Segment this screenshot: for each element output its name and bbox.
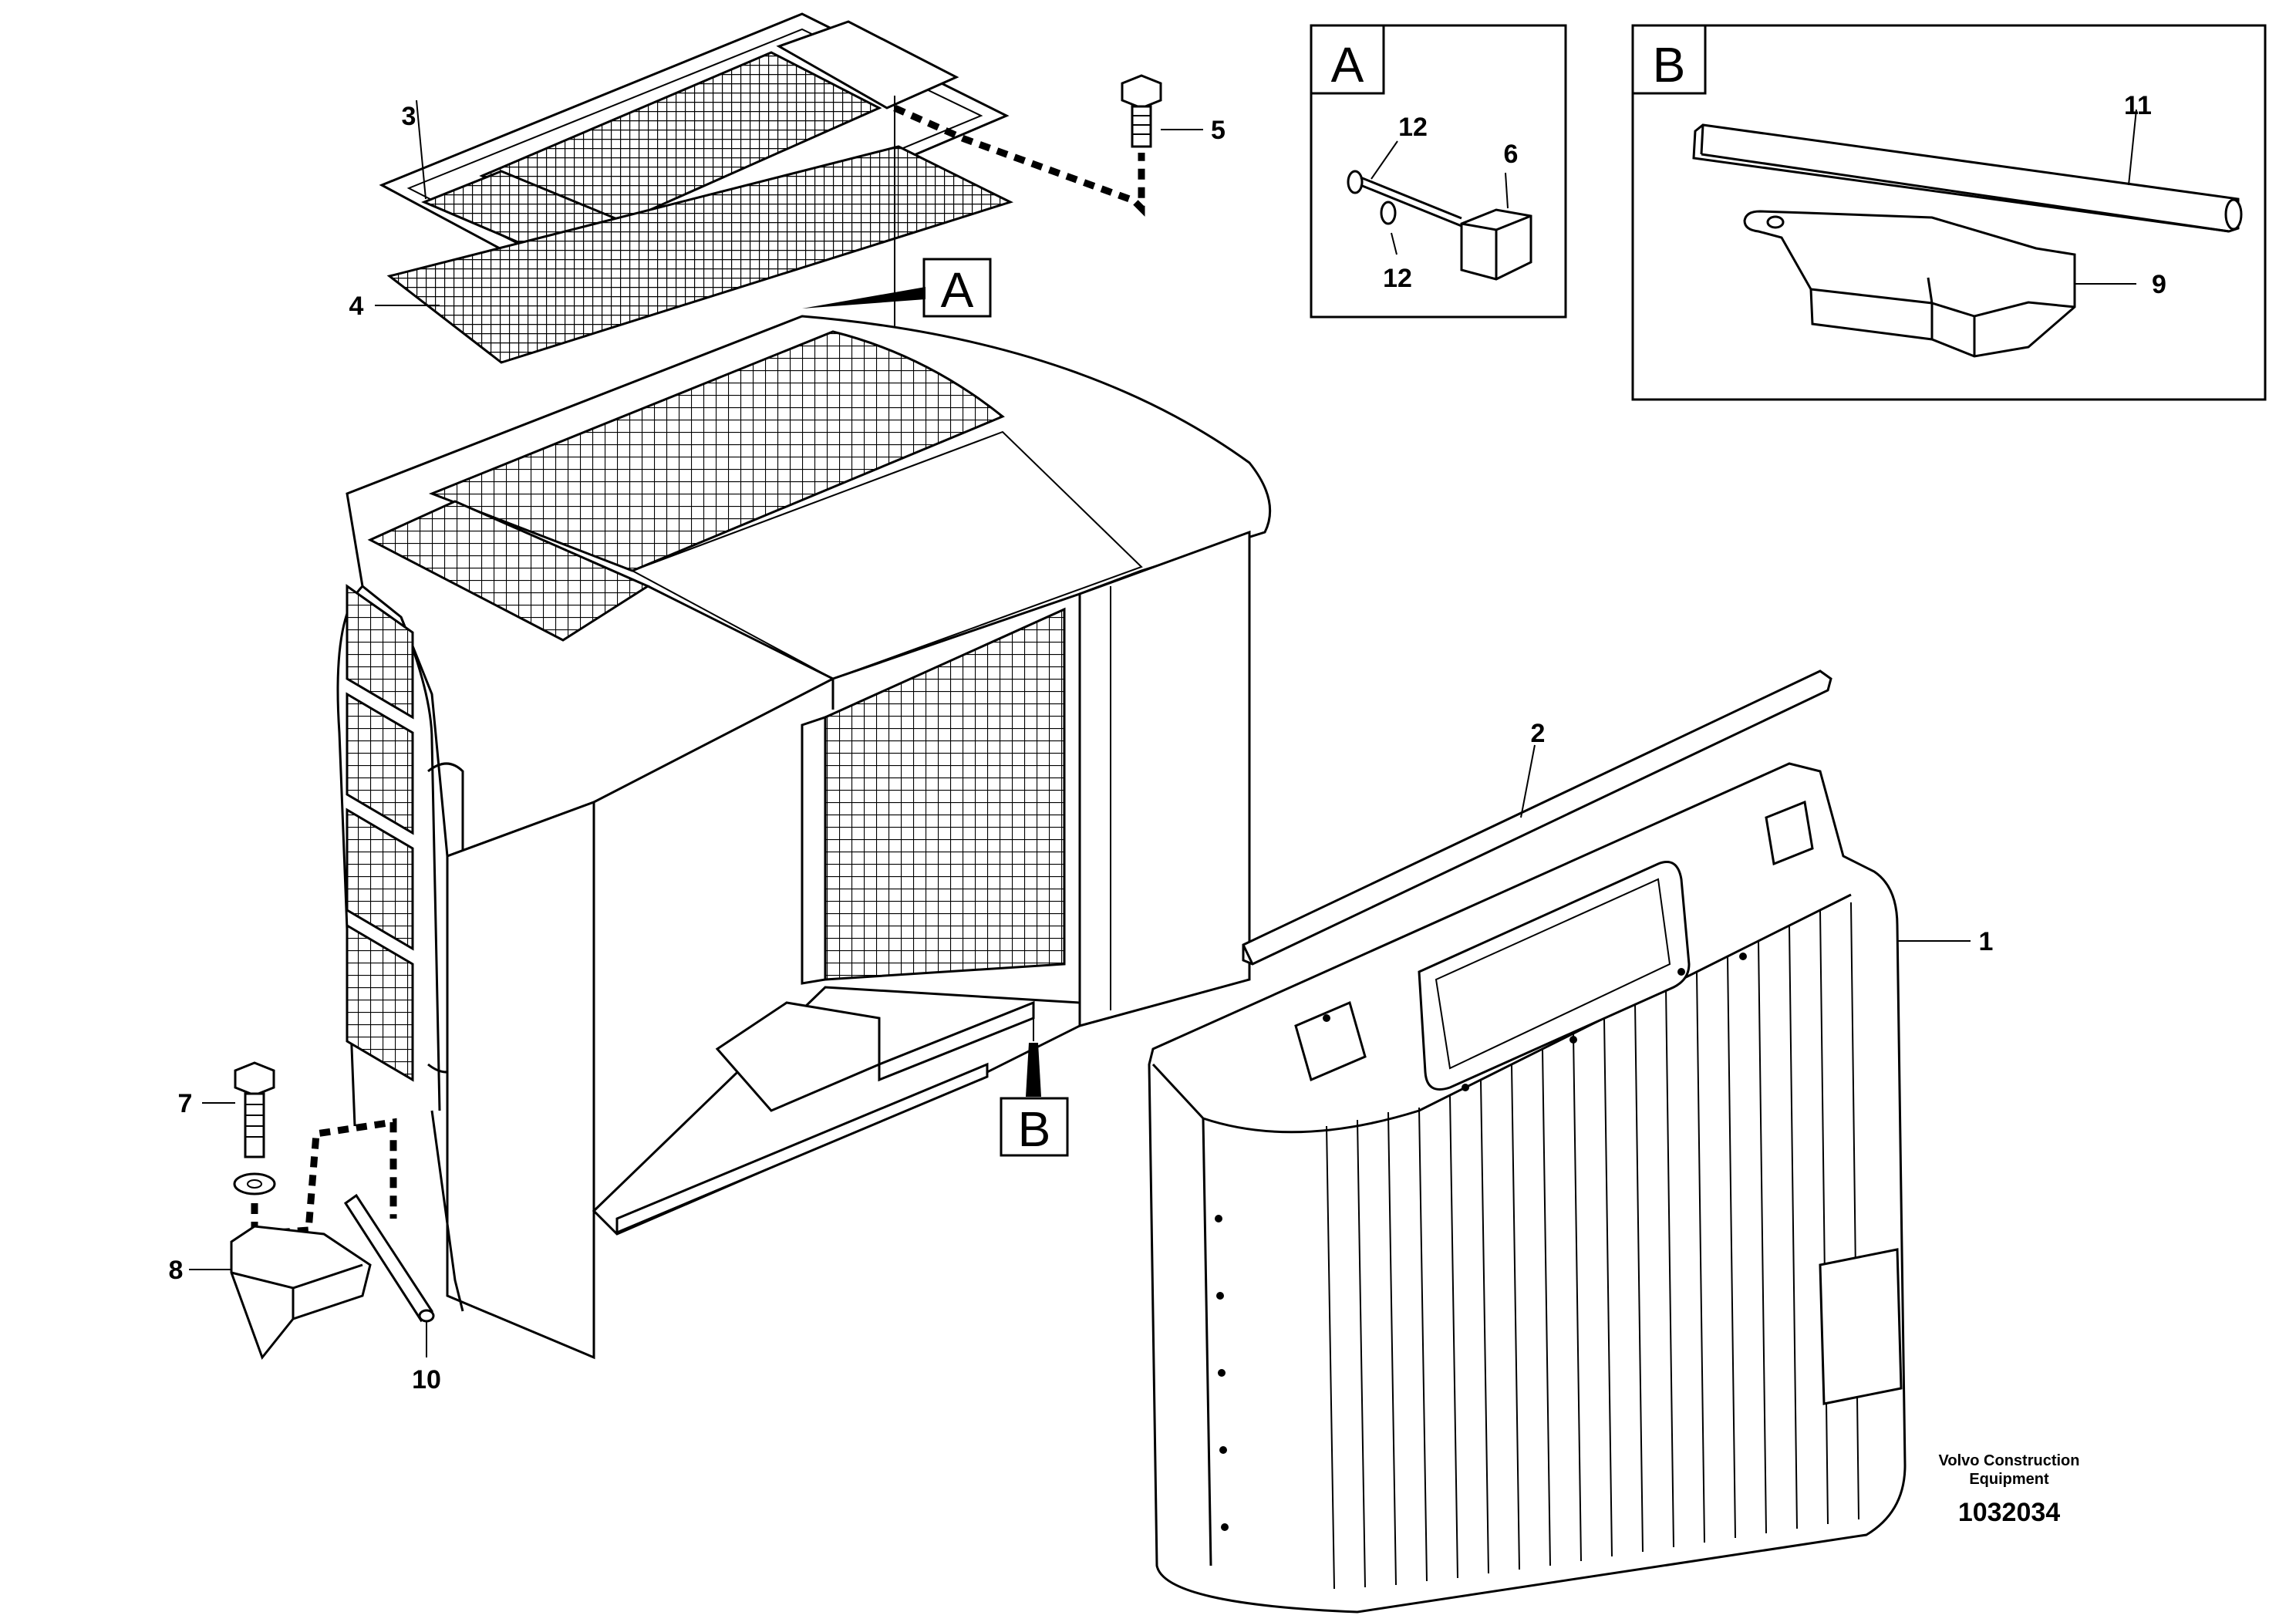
bolt-part-5 xyxy=(1121,74,1162,148)
callout-11: 11 xyxy=(2124,91,2152,120)
screen-mesh-part-4 xyxy=(386,145,1014,364)
company-name-line-2: Equipment xyxy=(1969,1471,2049,1488)
pin-part-12 xyxy=(1347,170,1462,228)
drawing-number: 1032034 xyxy=(1958,1498,2060,1527)
callout-7: 7 xyxy=(178,1089,193,1118)
block-part-6 xyxy=(1460,208,1532,281)
callout-3: 3 xyxy=(402,102,416,131)
company-name-line-1: Volvo Construction xyxy=(1939,1452,2080,1469)
bolt-part-7 xyxy=(234,1061,275,1158)
callout-12-upper: 12 xyxy=(1398,113,1428,142)
marker-a: A xyxy=(941,262,974,318)
callout-8: 8 xyxy=(169,1256,184,1285)
detail-view-a: A 12 12 6 xyxy=(1310,24,1567,319)
bracket-part-9 xyxy=(1743,210,2076,358)
callout-10: 10 xyxy=(412,1365,441,1394)
detail-view-b: B 11 9 xyxy=(1631,24,2267,401)
door-panel-part-1 xyxy=(1148,762,1907,1614)
hood-enclosure xyxy=(336,315,1272,1360)
seal-strip-part-2 xyxy=(1242,669,1832,966)
view-b-label: B xyxy=(1653,37,1686,93)
callout-9: 9 xyxy=(2152,270,2166,299)
seal-strip-part-11 xyxy=(1692,123,2243,233)
washer xyxy=(233,1172,276,1195)
bracket-part-8 xyxy=(230,1225,372,1361)
callout-5: 5 xyxy=(1211,116,1226,145)
callout-4: 4 xyxy=(349,292,364,321)
marker-b: B xyxy=(1018,1101,1051,1157)
callout-12-lower: 12 xyxy=(1383,264,1412,293)
callout-6: 6 xyxy=(1504,140,1519,169)
callout-2: 2 xyxy=(1531,719,1546,748)
callout-1: 1 xyxy=(1979,927,1994,956)
view-a-label: A xyxy=(1331,37,1364,93)
